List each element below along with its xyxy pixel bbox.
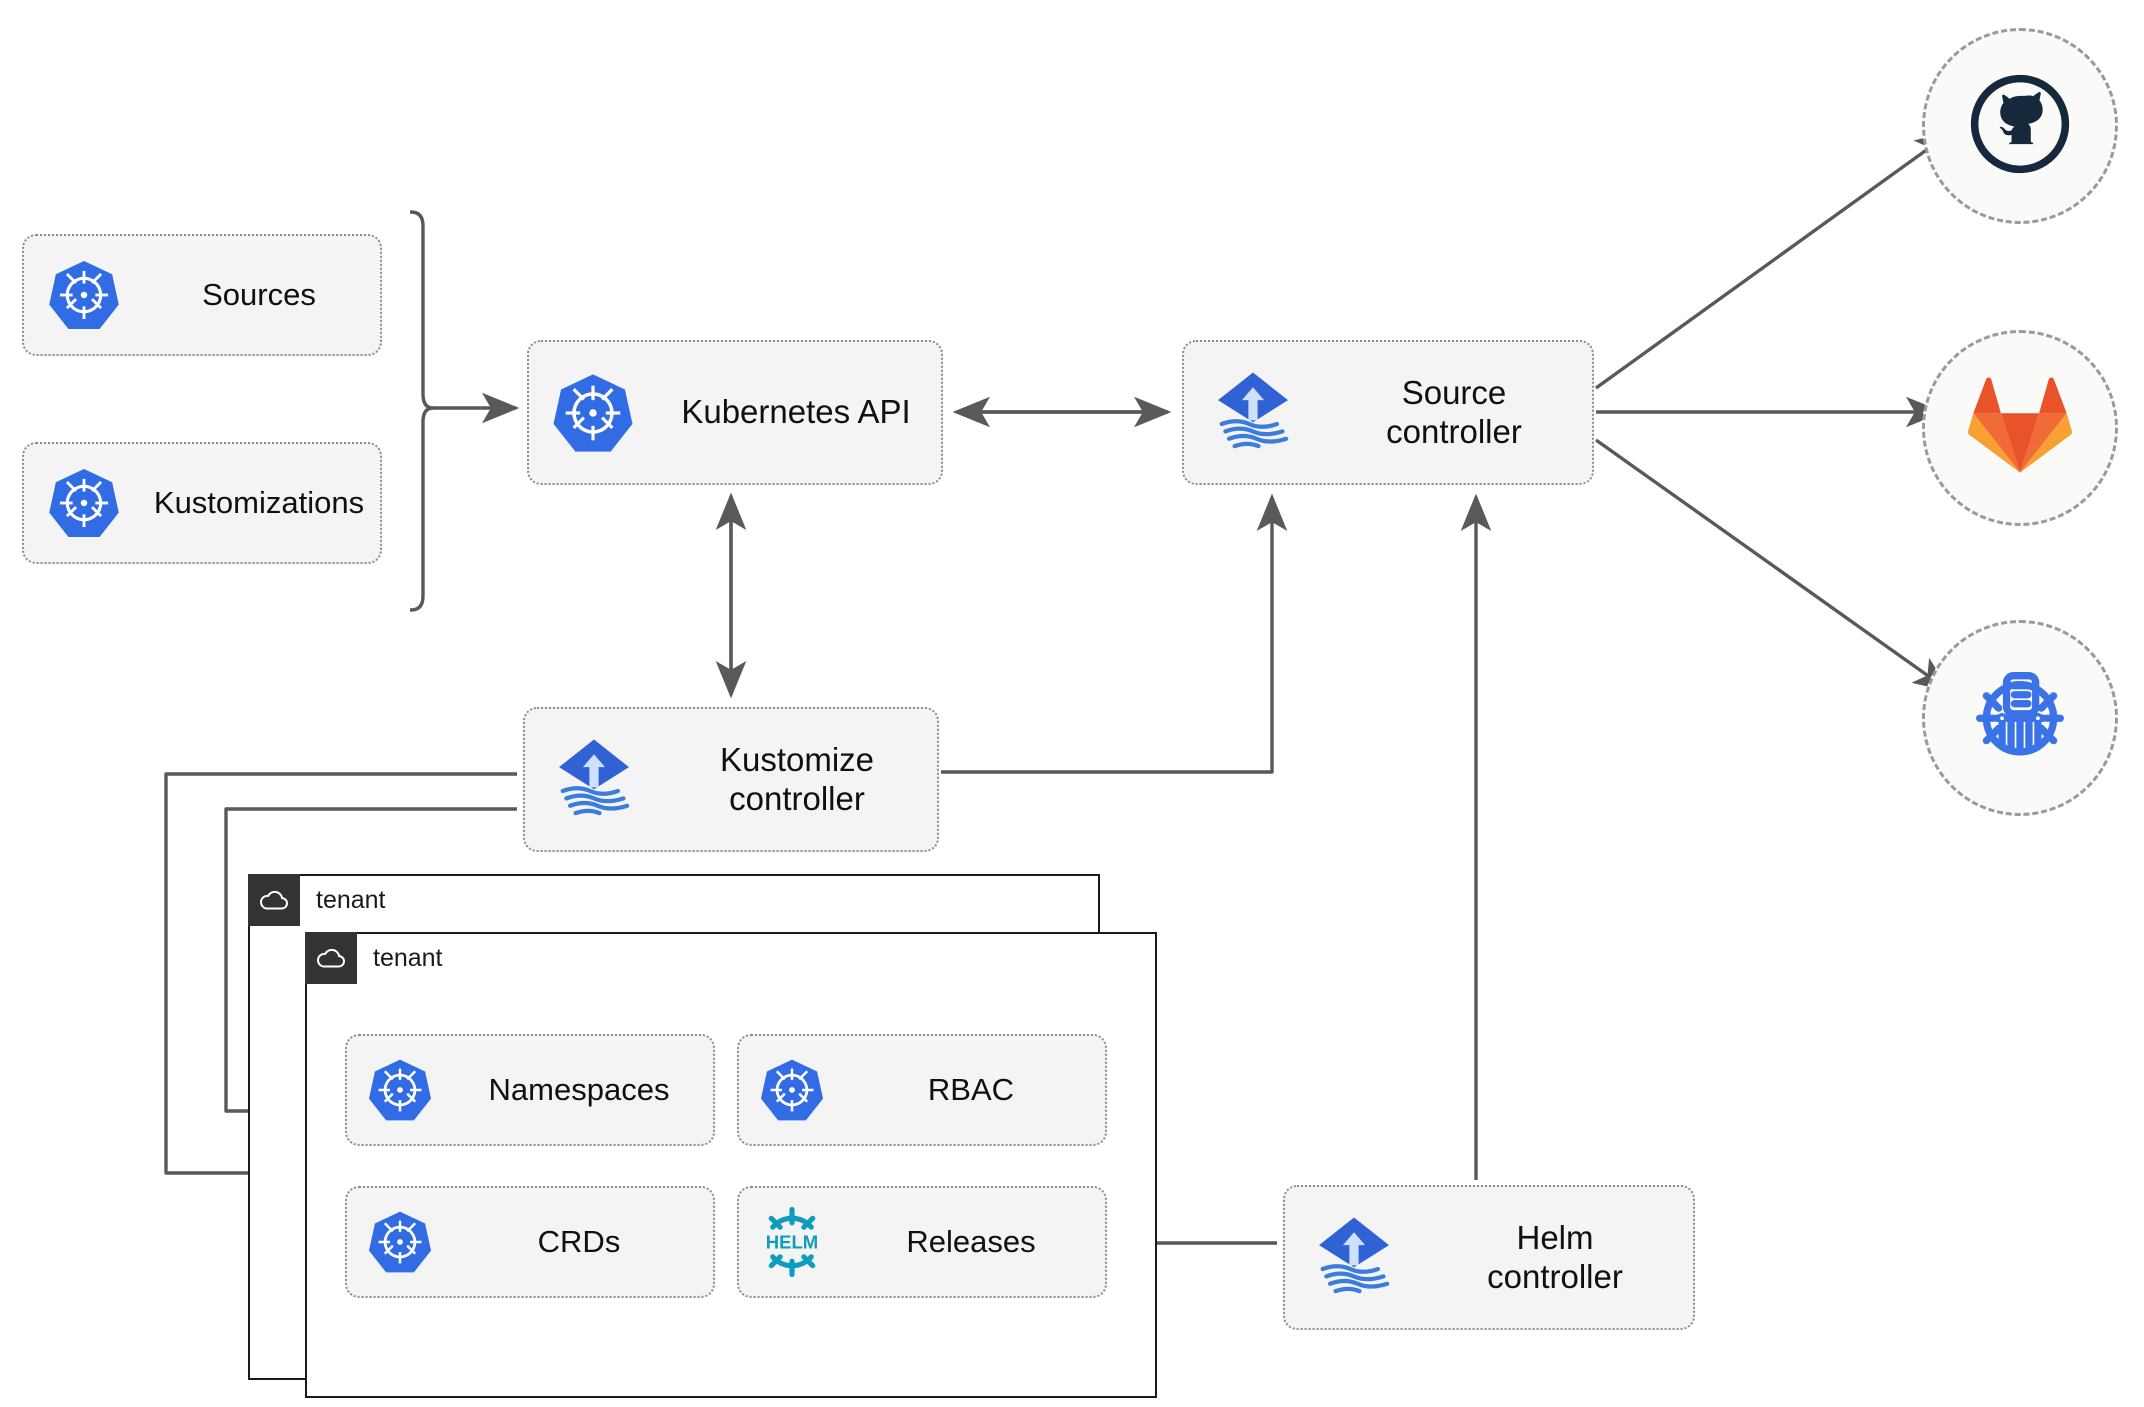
kubernetes-icon (347, 1057, 453, 1123)
cloud-icon (248, 874, 300, 926)
helm-icon: HELM (739, 1205, 845, 1279)
tenant-label: tenant (316, 885, 386, 914)
edge-brace-inputs (409, 210, 435, 612)
kubernetes-icon (529, 371, 657, 455)
chip-releases[interactable]: HELM Releases (737, 1186, 1107, 1298)
tenant-label: tenant (373, 943, 443, 972)
node-label: Kustomizations (153, 484, 365, 520)
github-icon (1966, 70, 2074, 183)
provider-gitlab[interactable] (1922, 330, 2118, 526)
edge-srcctl-to-github (1595, 131, 1953, 390)
chip-label: Releases (906, 1224, 1036, 1259)
chip-namespaces[interactable]: Namespaces (345, 1034, 715, 1146)
cloud-icon (305, 932, 357, 984)
chip-label: CRDs (537, 1224, 621, 1259)
provider-helm-repository[interactable] (1922, 620, 2118, 816)
chip-crds[interactable]: CRDs (345, 1186, 715, 1298)
node-sources[interactable]: Sources (22, 234, 382, 356)
flux-icon (1285, 1212, 1423, 1304)
chip-label: RBAC (927, 1072, 1015, 1107)
helm-wordmark: HELM (766, 1232, 818, 1253)
kubernetes-icon (24, 258, 144, 332)
chip-label: Namespaces (488, 1072, 670, 1107)
node-label: Source controller (1386, 373, 1522, 450)
kubernetes-icon (739, 1057, 845, 1123)
node-label: Helm controller (1487, 1218, 1623, 1295)
gitlab-icon (1967, 375, 2073, 482)
chip-rbac[interactable]: RBAC (737, 1034, 1107, 1146)
node-helm-controller[interactable]: Helm controller (1283, 1185, 1695, 1330)
node-kustomize-controller[interactable]: Kustomize controller (523, 707, 939, 852)
edge-srcctl-to-helmrepo (1595, 438, 1951, 692)
provider-github[interactable] (1922, 28, 2118, 224)
flux-icon (525, 734, 663, 826)
tenant-header: tenant (305, 932, 443, 984)
tenant-header: tenant (248, 874, 386, 926)
flux-icon (1184, 367, 1322, 459)
kubernetes-icon (347, 1209, 453, 1275)
node-source-controller[interactable]: Source controller (1182, 340, 1594, 485)
node-kubernetes-api[interactable]: Kubernetes API (527, 340, 943, 485)
kubernetes-icon (24, 466, 144, 540)
helm-chart-repository-icon (1964, 660, 2076, 777)
edge-kustctl-to-srcctl (941, 493, 1288, 774)
node-label: Kustomize controller (719, 740, 875, 817)
node-kustomizations[interactable]: Kustomizations (22, 442, 382, 564)
node-label: Kubernetes API (681, 393, 911, 431)
node-label: Sources (202, 276, 316, 312)
tenant-panel-front[interactable]: tenant (305, 932, 1157, 1398)
